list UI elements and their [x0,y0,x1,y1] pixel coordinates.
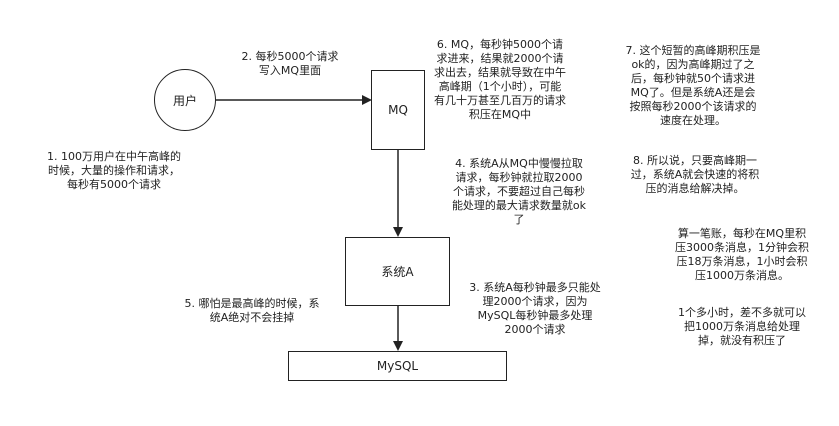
note-4-line: 能处理的最大请求数量就ok [451,199,587,212]
note-4-line: 个请求，不要超过自己每秒 [453,185,585,198]
note-3-line: MySQL每秒钟最多处理 [477,309,593,322]
note-summary-line: 1个多小时，差不多就可以 [678,306,806,319]
note-3: 3. 系统A每秒钟最多只能处 理2000个请求，因为 MySQL每秒钟最多处理 … [456,281,614,337]
note-1-line: 时候，大量的操作和请求， [48,164,180,177]
note-6-line: 求出去，结果就导致在中午 [434,66,566,79]
note-4-line: 了 [513,213,525,226]
note-3-line: 3. 系统A每秒钟最多只能处 [469,281,601,294]
note-6: 6. MQ，每秒钟5000个请 求进来，结果就2000个请 求出去，结果就导致在… [425,38,575,122]
note-3-line: 理2000个请求，因为 [482,295,588,308]
system-a-node: 系统A [345,237,450,306]
user-node: 用户 [154,69,216,131]
note-6-line: 高峰期（1个小时），可能 [438,80,562,93]
system-a-label: 系统A [381,265,414,279]
note-4-line: 4. 系统A从MQ中慢慢拉取 [455,157,583,170]
note-8-line: 8. 所以说，只要高峰期一 [633,154,757,167]
note-calc-line: 算一笔账，每秒在MQ里积 [677,227,807,240]
note-6-line: 有几十万甚至几百万的请求 [434,94,566,107]
user-label: 用户 [172,93,197,108]
mq-node: MQ [371,70,425,150]
note-calc-line: 压18万条消息，1小时会积 [676,255,808,268]
note-8-line: 过，系统A就会快速的将积 [630,168,760,181]
note-8-line: 压的消息给解决掉。 [645,182,745,195]
note-4-line: 请求，每秒钟就拉取2000 [455,171,583,184]
note-7-line: 后，每秒钟就50个请求进 [631,72,755,85]
note-summary-line: 掉，就没有积压了 [698,334,786,347]
mysql-node: MySQL [288,351,507,381]
note-6-line: 积压在MQ中 [468,108,532,121]
note-5: 5. 哪怕是最高峰的时候，系 统A绝对不会挂掉 [168,297,336,325]
note-calc-line: 压1000万条消息。 [695,269,789,282]
mq-label: MQ [388,103,408,117]
note-calc-line: 压3000条消息，1分钟会积 [675,241,809,254]
note-7-line: 速度在处理。 [660,114,726,127]
note-6-line: 求进来，结果就2000个请 [436,52,564,65]
note-2-line: 写入MQ里面 [258,64,322,77]
mysql-label: MySQL [376,359,419,373]
note-5-line: 5. 哪怕是最高峰的时候，系 [184,297,320,310]
note-7-line: 按照每秒2000个该请求的 [629,100,757,113]
note-summary: 1个多小时，差不多就可以 把1000万条消息给处理 掉，就没有积压了 [666,306,818,348]
note-7-line: ok的，因为高峰期过了之 [631,58,755,71]
note-summary-line: 把1000万条消息给处理 [684,320,800,333]
note-calc: 算一笔账，每秒在MQ里积 压3000条消息，1分钟会积 压18万条消息，1小时会… [664,227,820,283]
note-8: 8. 所以说，只要高峰期一 过，系统A就会快速的将积 压的消息给解决掉。 [620,154,770,196]
note-1-line: 每秒有5000个请求 [67,178,161,191]
note-4: 4. 系统A从MQ中慢慢拉取 请求，每秒钟就拉取2000 个请求，不要超过自己每… [440,157,598,227]
note-2: 2. 每秒5000个请求 写入MQ里面 [226,50,354,78]
note-7-line: MQ了。但是系统A还是会 [630,86,756,99]
note-7-line: 7. 这个短暂的高峰期积压是 [625,44,761,57]
note-7: 7. 这个短暂的高峰期积压是 ok的，因为高峰期过了之 后，每秒钟就50个请求进… [618,44,768,128]
note-2-line: 2. 每秒5000个请求 [241,50,339,63]
note-1-line: 1. 100万用户在中午高峰的 [47,150,181,163]
note-3-line: 2000个请求 [504,323,566,336]
note-1: 1. 100万用户在中午高峰的 时候，大量的操作和请求， 每秒有5000个请求 [38,150,190,192]
note-5-line: 统A绝对不会挂掉 [209,311,295,324]
note-6-line: 6. MQ，每秒钟5000个请 [436,38,564,51]
